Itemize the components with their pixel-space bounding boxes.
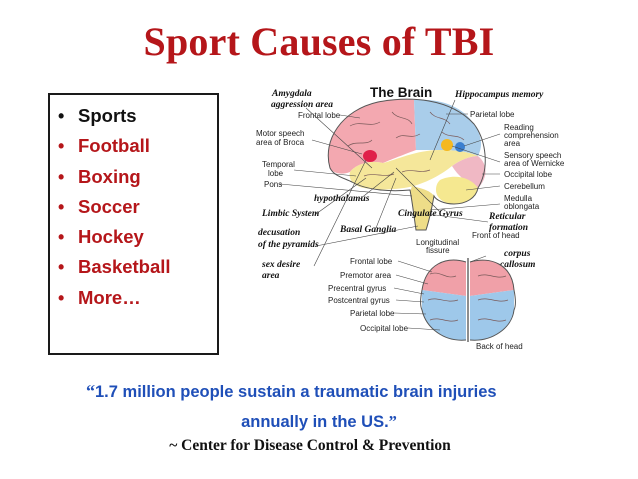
frontal-lobe-region xyxy=(328,98,416,174)
list-item: • Football xyxy=(58,131,217,161)
bullet-icon: • xyxy=(58,166,65,187)
frontal-lobe-label: Frontal lobe xyxy=(298,111,341,120)
precentral-gyrus-label: Precentral gyrus xyxy=(328,284,386,293)
bullet-icon: • xyxy=(58,196,65,217)
basal-ganglia-label: Basal Ganglia xyxy=(339,225,396,235)
close-quote: ” xyxy=(388,412,397,431)
diagram-title: The Brain xyxy=(370,85,432,100)
bullet-icon: • xyxy=(58,287,65,308)
quote-text-1: 1.7 million people sustain a traumatic b… xyxy=(95,383,497,401)
top-parietal-lobe-label: Parietal lobe xyxy=(350,309,395,318)
top-right-front xyxy=(470,260,514,296)
temporal-lobe-region xyxy=(349,150,478,190)
longitudinal-fissure-label: Longitudinal xyxy=(416,238,459,247)
list-item-label: Soccer xyxy=(78,195,140,217)
sex-desire-label: sex desire xyxy=(261,260,301,270)
medulla-label-line2: oblongata xyxy=(504,202,540,211)
motor-speech-label-line2: area of Broca xyxy=(256,138,305,147)
amygdala-label-line2: aggression area xyxy=(271,100,333,110)
temporal-lobe-label-line2: lobe xyxy=(268,169,284,178)
premotor-area-label: Premotor area xyxy=(340,271,392,280)
motor-speech-label: Motor speech xyxy=(256,129,304,138)
list-item-label: Sports xyxy=(78,105,137,126)
list-item-label: More… xyxy=(78,286,141,308)
cerebellum-label: Cerebellum xyxy=(504,182,545,191)
list-item: • More… xyxy=(58,283,217,313)
top-leader-lines xyxy=(393,255,487,331)
reading-area-label-line2: comprehension xyxy=(504,131,559,140)
top-frontal-lobe-label: Frontal lobe xyxy=(350,257,393,266)
side-brain xyxy=(327,98,486,231)
bullet-icon: • xyxy=(58,227,65,248)
bullet-icon: • xyxy=(58,106,65,126)
limbic-system-label: Limbic System xyxy=(261,209,319,219)
list-item-label: Basketball xyxy=(78,256,171,278)
list-item: • Hockey xyxy=(58,222,217,252)
top-brain xyxy=(420,258,516,342)
list-item-label: Football xyxy=(78,135,150,157)
medulla-label: Medulla xyxy=(504,194,533,203)
occipital-lobe-label: Occipital lobe xyxy=(504,170,553,179)
pons-label: Pons xyxy=(264,180,282,189)
corpus-callosum-label-line2: callosum xyxy=(500,260,535,270)
occipital-lobe-region xyxy=(452,156,486,188)
hypothalamus-label: hypothalamus xyxy=(314,194,370,204)
temporal-lobe-label: Temporal xyxy=(262,160,295,169)
top-occipital-lobe-label: Occipital lobe xyxy=(360,324,409,333)
bullet-icon: • xyxy=(58,257,65,278)
sports-list: • Sports • Football • Boxing • Soccer • Hocke… xyxy=(50,95,217,313)
decussation-label-line2: of the pyramids xyxy=(258,240,319,250)
open-quote: “ xyxy=(86,381,95,401)
top-left-front xyxy=(422,260,466,296)
decussation-label: decusation xyxy=(258,228,300,238)
sports-list-box: • Sports • Football • Boxing • Soccer • Hocke… xyxy=(48,93,219,355)
top-right-back xyxy=(470,290,514,341)
list-item: • Sports xyxy=(58,101,217,131)
back-of-head-label: Back of head xyxy=(476,342,523,351)
quote-line-2: annually in the US.” xyxy=(0,412,638,432)
list-item: • Soccer xyxy=(58,192,217,222)
top-gyri xyxy=(427,272,509,322)
quote-text-2: annually in the US. xyxy=(241,413,389,431)
amygdala-label: Amygdala xyxy=(271,89,312,99)
corpus-callosum-label: corpus xyxy=(504,249,531,259)
cingulate-gyrus-label: Cingulate Gyrus xyxy=(398,209,463,219)
sensory-speech-label: Sensory speech xyxy=(504,151,561,160)
list-item-label: Boxing xyxy=(78,165,141,187)
reticular-formation-label: Reticular xyxy=(488,212,526,222)
reading-area xyxy=(455,142,465,152)
bullet-icon: • xyxy=(58,136,65,157)
reticular-formation-label-line2: formation xyxy=(489,223,528,233)
gyri-lines xyxy=(347,111,465,177)
list-item: • Basketball xyxy=(58,252,217,282)
list-item: • Boxing xyxy=(58,162,217,192)
quote-line-1: “1.7 million people sustain a traumatic … xyxy=(86,381,497,402)
reading-area-label-line3: area xyxy=(504,139,521,148)
broca-area xyxy=(363,150,377,162)
top-outline xyxy=(420,259,516,341)
postcentral-gyrus-label: Postcentral gyrus xyxy=(328,296,390,305)
attribution: ~ Center for Disease Control & Preventio… xyxy=(169,437,451,454)
list-item-label: Hockey xyxy=(78,226,144,248)
wernicke-area xyxy=(441,139,453,151)
brainstem-region xyxy=(410,186,434,230)
parietal-lobe-label: Parietal lobe xyxy=(470,110,515,119)
top-left-back xyxy=(422,290,466,341)
reading-area-label: Reading xyxy=(504,123,534,132)
hippocampus-label: Hippocampus memory xyxy=(454,90,544,100)
longitudinal-fissure-label-line2: fissure xyxy=(426,246,450,255)
sex-desire-label-line2: area xyxy=(262,271,280,281)
slide-title: Sport Causes of TBI xyxy=(143,19,495,64)
brain-outline xyxy=(327,98,486,231)
sensory-speech-label-line2: area of Wernicke xyxy=(504,159,565,168)
cerebellum-region xyxy=(436,176,478,204)
leader-lines xyxy=(279,99,501,267)
front-of-head-label: Front of head xyxy=(472,231,520,240)
